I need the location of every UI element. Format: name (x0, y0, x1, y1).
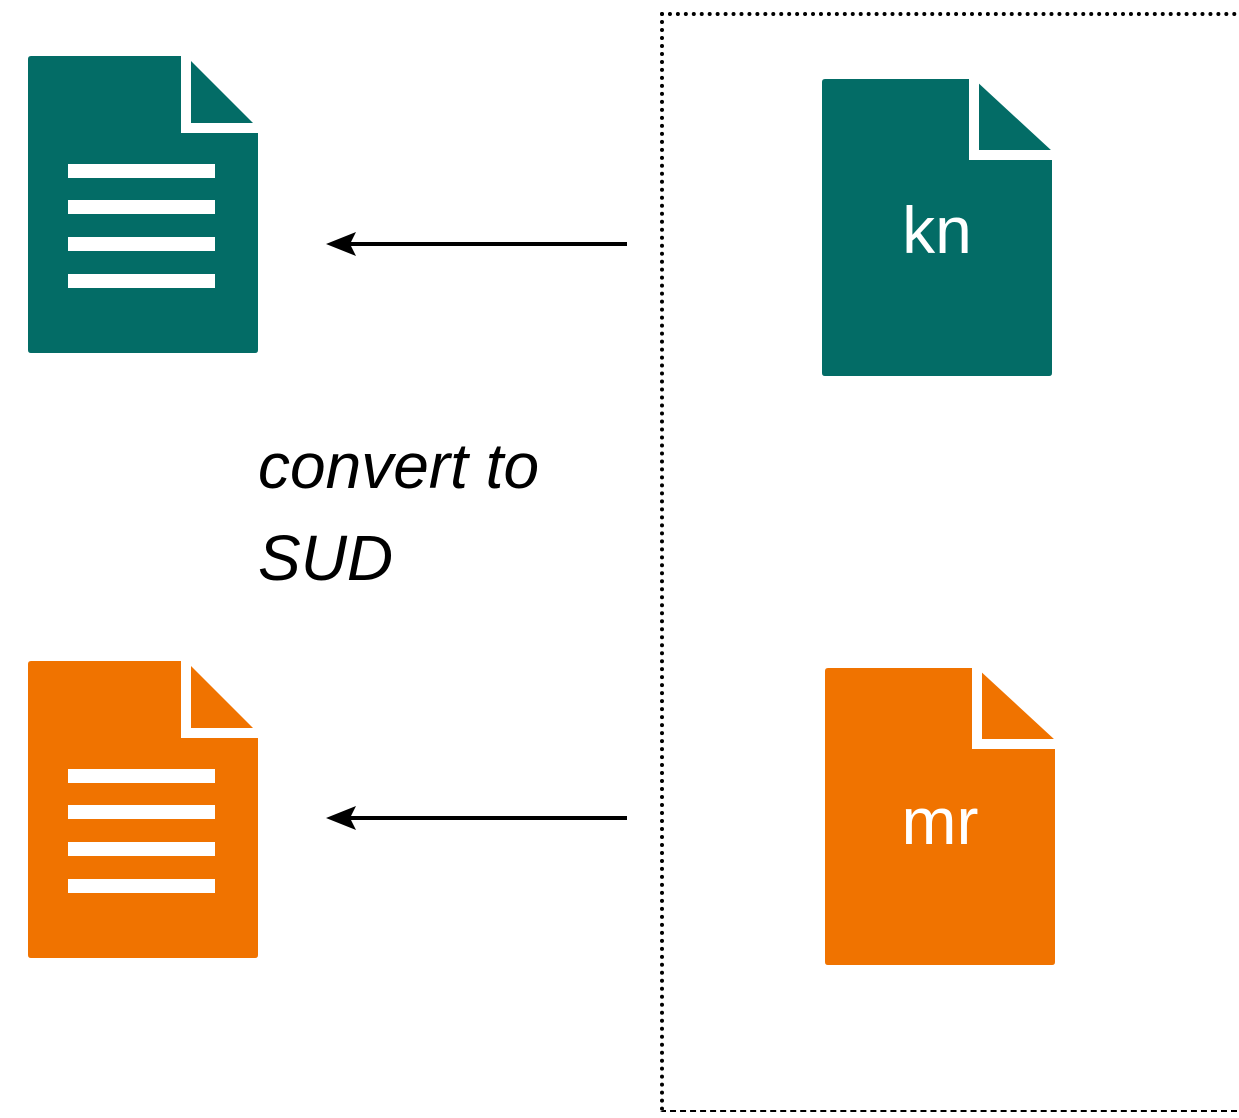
convert-arrow-mr (326, 806, 627, 830)
document-icon (825, 668, 1055, 965)
convert-arrow-kn (326, 232, 627, 256)
document-icon (822, 79, 1052, 376)
caption-line-1: convert to (258, 430, 540, 502)
converted-document-mr (28, 661, 258, 958)
convert-caption: convert to SUD (258, 420, 539, 604)
document-lines-icon (28, 661, 258, 958)
caption-line-2: SUD (258, 522, 394, 594)
converted-document-kn (28, 56, 258, 353)
language-code-label: mr (901, 784, 979, 858)
document-lines-icon (28, 56, 258, 353)
source-document-mr: mr (825, 668, 1055, 965)
language-code-label: kn (902, 193, 972, 267)
source-document-kn: kn (822, 79, 1052, 376)
source-files-group (660, 12, 1237, 1112)
